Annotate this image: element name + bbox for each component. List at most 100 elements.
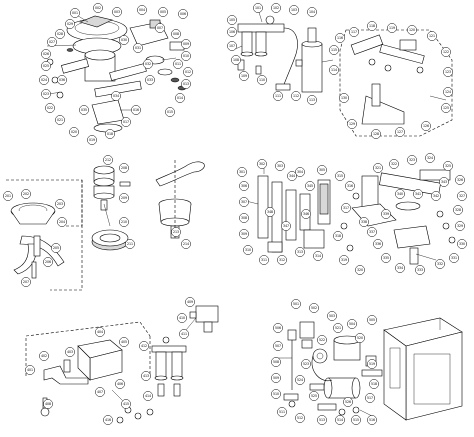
callout-circle	[39, 75, 49, 85]
callout-number: 025	[43, 64, 49, 68]
callout-circle	[307, 7, 317, 17]
callout-circle	[327, 311, 337, 321]
callout-number: 514	[337, 418, 343, 422]
callout-circle	[119, 217, 129, 227]
callout-balloon: 202	[21, 189, 31, 199]
callout-circle	[25, 365, 35, 375]
callout-number: 119	[389, 26, 395, 30]
callout-number: 324	[427, 156, 433, 160]
callout-number: 017	[123, 120, 129, 124]
callout-circle	[367, 315, 377, 325]
callout-balloon: 526	[343, 397, 353, 407]
callout-balloon: 406	[115, 379, 125, 389]
callout-circle	[395, 263, 405, 273]
callout-circle	[179, 329, 189, 339]
callout-circle	[421, 121, 431, 131]
callout-circle	[111, 91, 121, 101]
callout-circle	[317, 165, 327, 175]
callout-number: 301	[239, 170, 245, 174]
callout-circle	[55, 199, 65, 209]
callout-balloon: 111	[273, 91, 283, 101]
callout-circle	[373, 163, 383, 173]
callout-balloon: 007	[155, 23, 165, 33]
callout-number: 024	[41, 78, 47, 82]
callout-number: 016	[133, 108, 139, 112]
callout-circle	[407, 155, 417, 165]
callout-balloon: 118	[367, 21, 377, 31]
callout-circle	[115, 379, 125, 389]
callout-circle	[119, 163, 129, 173]
callout-balloon: 411	[179, 329, 189, 339]
callout-balloon: 310	[243, 245, 253, 255]
callout-number: 209	[121, 196, 127, 200]
callout-balloon: 122	[441, 47, 451, 57]
panel-6-drawing	[276, 317, 463, 421]
callout-number: 345	[307, 184, 313, 188]
callout-number: 328	[455, 208, 461, 212]
callout-balloon: 508	[271, 357, 281, 367]
callout-balloon: 005	[158, 7, 168, 17]
callout-circle	[309, 391, 319, 401]
callout-circle	[351, 415, 361, 425]
callout-number: 113	[309, 98, 315, 102]
callout-circle	[69, 127, 79, 137]
callout-balloon: 129	[347, 119, 357, 129]
callout-balloon: 018	[105, 129, 115, 139]
callout-circle	[367, 359, 377, 369]
callout-number: 317	[343, 206, 349, 210]
callout-circle	[70, 8, 80, 18]
callout-number: 501	[293, 302, 299, 306]
callout-number: 411	[181, 332, 187, 336]
callout-balloon: 108	[231, 55, 241, 65]
callout-number: 108	[233, 58, 239, 62]
callout-circle	[47, 37, 57, 47]
callout-balloon: 106	[227, 27, 237, 37]
callout-circle	[41, 61, 51, 71]
callout-number: 523	[303, 362, 309, 366]
callout-number: 321	[375, 166, 381, 170]
callout-circle	[121, 399, 131, 409]
callout-circle	[277, 407, 287, 417]
callout-balloon: 012	[183, 67, 193, 77]
callout-balloon: 025	[41, 61, 51, 71]
callout-circle	[181, 239, 191, 249]
callout-balloon: 115	[329, 45, 339, 55]
callout-circle	[443, 87, 453, 97]
callout-circle	[145, 75, 155, 85]
callout-circle	[237, 167, 247, 177]
callout-balloon: 121	[427, 31, 437, 41]
callout-balloon: 117	[349, 27, 359, 37]
callout-circle	[441, 103, 451, 113]
callout-balloon: 124	[443, 87, 453, 97]
callout-circle	[333, 323, 343, 333]
callout-number: 034	[113, 94, 119, 98]
callout-balloon: 026	[41, 49, 51, 59]
callout-balloon: 412	[139, 341, 149, 351]
callout-circle	[301, 359, 311, 369]
callout-number: 322	[391, 162, 397, 166]
callout-circle	[339, 93, 349, 103]
callout-number: 412	[141, 344, 147, 348]
callout-balloon: 022	[45, 103, 55, 113]
callout-balloon: 329	[455, 221, 465, 231]
callout-number: 033	[147, 78, 153, 82]
callout-balloon: 009	[181, 39, 191, 49]
callout-circle	[259, 255, 269, 265]
callout-circle	[381, 253, 391, 263]
callout-number: 410	[179, 316, 185, 320]
callout-balloon: 413	[141, 371, 151, 381]
callout-number: 116	[337, 36, 343, 40]
callout-circle	[43, 257, 53, 267]
callout-number: 002	[95, 6, 101, 10]
callout-circle	[457, 191, 467, 201]
callout-circle	[171, 29, 181, 39]
callout-number: 408	[45, 402, 51, 406]
callout-balloon: 103	[289, 5, 299, 15]
callout-number: 109	[241, 74, 247, 78]
callout-circle	[359, 217, 369, 227]
callout-number: 344	[289, 174, 295, 178]
callout-circle	[93, 3, 103, 13]
callout-circle	[333, 231, 343, 241]
